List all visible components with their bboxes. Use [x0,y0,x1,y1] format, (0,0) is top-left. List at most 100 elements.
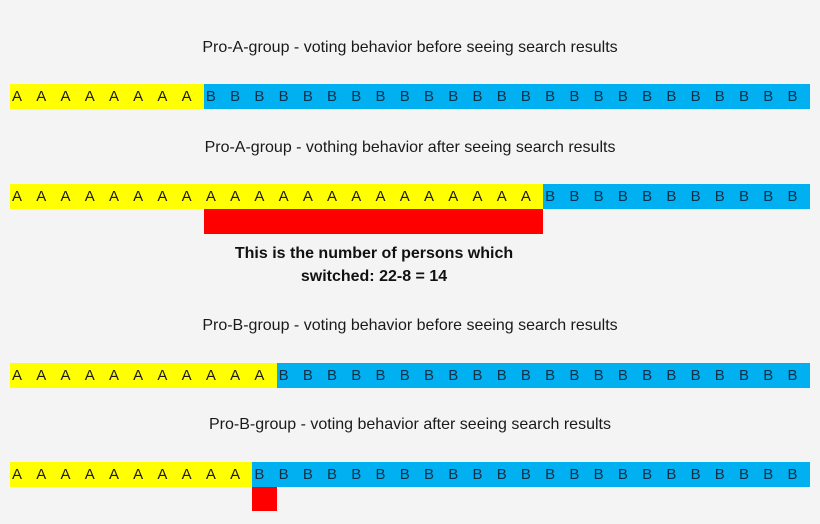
vote-a-cell: A [58,363,83,388]
vote-b-cell: B [397,84,422,109]
vote-a-cell: A [300,184,326,209]
vote-b-cell: B [640,84,665,109]
vote-b-cell: B [494,363,519,388]
vote-b-cell: B [373,84,398,109]
vote-b-cell: B [397,462,422,487]
vote-b-cell: B [761,462,786,487]
vote-a-cell: A [82,462,107,487]
vote-a-cell: A [155,462,180,487]
vote-b-cell: B [252,84,277,109]
vote-b-cell: B [664,184,689,209]
vote-b-cell: B [591,184,616,209]
vote-b-cell: B [518,462,544,487]
vote-b-cell: B [664,363,689,388]
vote-a-cell: A [106,184,132,209]
vote-b-cell: B [276,84,301,109]
vote-b-cell: B [591,84,616,109]
vote-b-cell: B [518,84,544,109]
switched-marker-pro-a [203,209,544,234]
caption-line-2: switched: 22-8 = 14 [300,268,448,285]
vote-b-cell: B [543,363,568,388]
vote-a-cell: A [276,184,301,209]
vote-b-cell: B [737,184,762,209]
vote-b-cell: B [688,462,713,487]
vote-a-cell: A [10,363,35,388]
switched-caption: This is the number of persons which swit… [0,242,748,288]
vote-a-cell: A [131,462,156,487]
vote-a-cell: A [34,462,59,487]
vote-b-cell: B [397,363,422,388]
vote-b-cell: B [761,363,786,388]
vote-b-cell: B [446,363,471,388]
row-4-title: Pro-B-group - voting behavior after seei… [209,416,611,433]
vote-b-cell: B [349,462,374,487]
vote-a-cell: A [155,363,180,388]
vote-b-cell: B [761,84,786,109]
vote-a-cell: A [82,84,107,109]
vote-b-cell: B [712,462,738,487]
row-3-title: Pro-B-group - voting behavior before see… [202,317,618,334]
vote-b-cell: B [567,462,592,487]
vote-a-cell: A [58,184,83,209]
vote-b-cell: B [470,363,495,388]
vote-b-cell: B [615,363,641,388]
vote-b-cell: B [446,84,471,109]
vote-a-cell: A [58,462,83,487]
vote-b-cell: B [615,462,641,487]
vote-b-cell: B [228,84,253,109]
vote-b-cell: B [737,363,762,388]
vote-b-cell: B [421,363,447,388]
vote-b-cell: B [325,363,350,388]
vote-a-cell: A [349,184,374,209]
vote-a-cell: A [131,363,156,388]
vote-a-cell: A [10,84,35,109]
vote-b-cell: B [567,363,592,388]
vote-b-cell: B [373,363,398,388]
vote-b-cell: B [785,363,810,388]
vote-b-cell: B [276,462,301,487]
vote-a-cell: A [228,184,253,209]
vote-a-cell: A [203,462,229,487]
vote-b-cell: B [615,84,641,109]
row-1-title: Pro-A-group - voting behavior before see… [202,39,618,56]
vote-b-cell: B [785,84,810,109]
vote-a-cell: A [106,363,132,388]
vote-a-cell: A [228,462,253,487]
vote-b-cell: B [349,84,374,109]
vote-a-cell: A [421,184,447,209]
vote-b-cell: B [688,184,713,209]
vote-a-cell: A [252,363,277,388]
vote-b-cell: B [470,462,495,487]
vote-b-cell: B [785,462,810,487]
vote-b-cell: B [712,184,738,209]
vote-b-cell: B [640,184,665,209]
vote-a-cell: A [10,462,35,487]
vote-b-cell: B [543,184,568,209]
vote-a-cell: A [34,363,59,388]
row-2-title: Pro-A-group - vothing behavior after see… [204,139,616,156]
vote-b-cell: B [203,84,229,109]
vote-b-cell: B [325,84,350,109]
vote-b-cell: B [325,462,350,487]
vote-b-cell: B [494,84,519,109]
vote-b-cell: B [640,363,665,388]
vote-a-cell: A [155,184,180,209]
vote-b-cell: B [712,84,738,109]
vote-b-cell: B [761,184,786,209]
vote-a-cell: A [470,184,495,209]
vote-b-cell: B [300,363,326,388]
vote-b-cell: B [543,462,568,487]
vote-a-cell: A [494,184,519,209]
vote-b-cell: B [688,84,713,109]
vote-b-cell: B [640,462,665,487]
vote-b-cell: B [446,462,471,487]
vote-a-cell: A [106,84,132,109]
vote-a-cell: A [228,363,253,388]
vote-b-cell: B [664,462,689,487]
vote-b-cell: B [615,184,641,209]
vote-a-cell: A [397,184,422,209]
